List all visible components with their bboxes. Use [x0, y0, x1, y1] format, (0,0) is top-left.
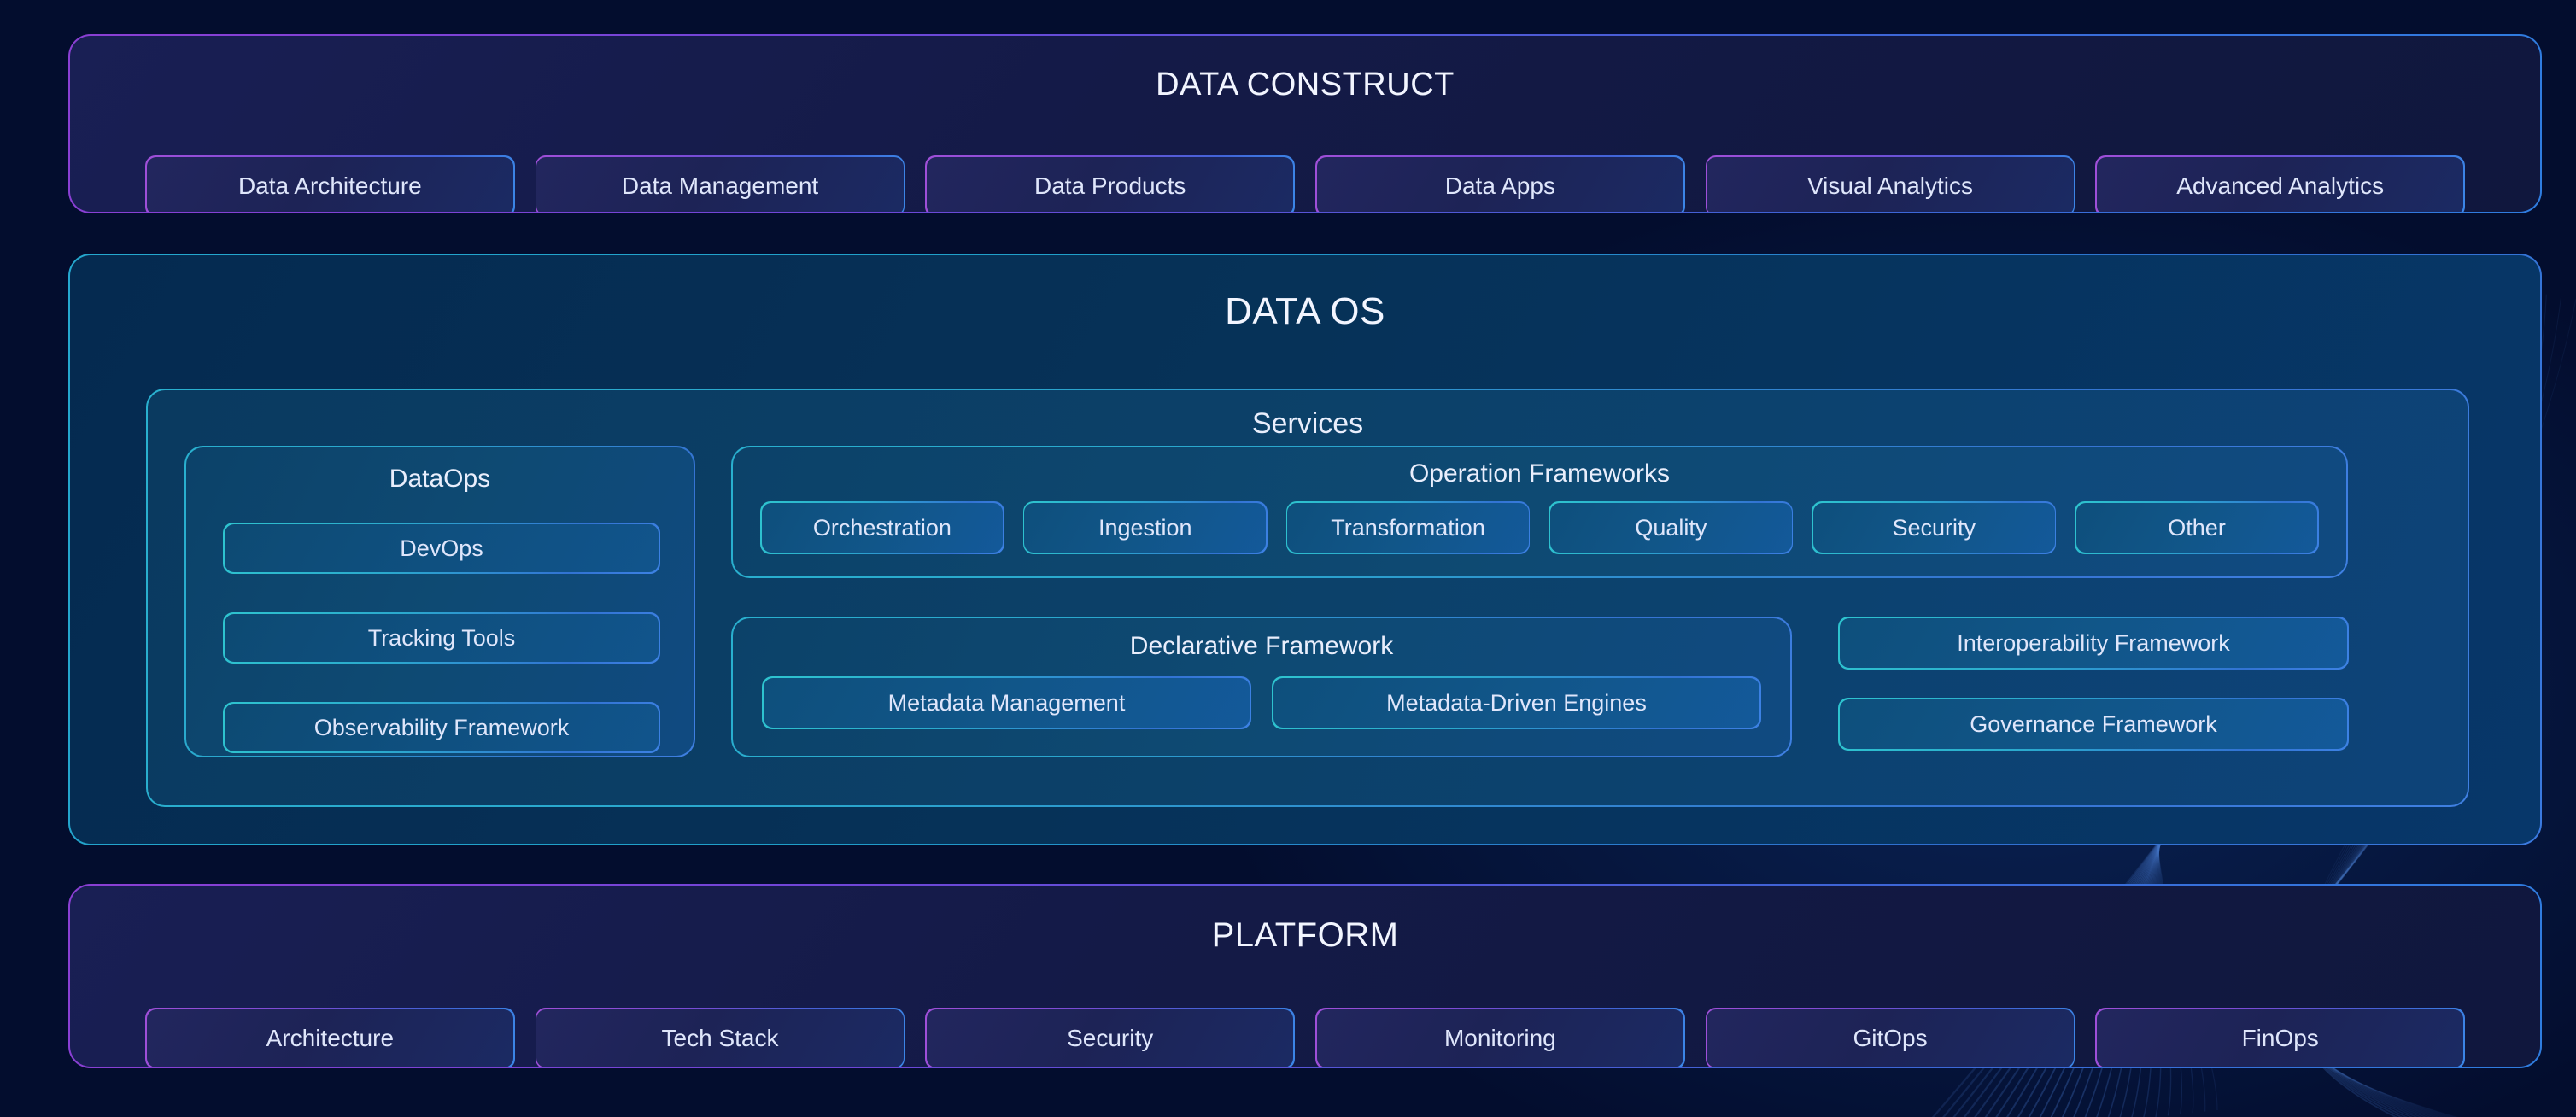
operation-frameworks-chip-row: Orchestration Ingestion Transformation Q… — [760, 501, 2319, 554]
chip-interoperability-framework[interactable]: Interoperability Framework — [1838, 617, 2349, 670]
layer-data-os: DATA OS Services DataOps DevOps Tracki — [68, 254, 2542, 845]
declarative-framework-panel: Declarative Framework Metadata Managemen… — [731, 617, 1792, 757]
chip-monitoring[interactable]: Monitoring — [1315, 1008, 1685, 1067]
data-construct-chip-row: Data Architecture Data Management Data P… — [145, 155, 2466, 212]
chip-ingestion[interactable]: Ingestion — [1022, 501, 1268, 554]
chip-governance-framework[interactable]: Governance Framework — [1838, 698, 2349, 751]
chip-finops[interactable]: FinOps — [2095, 1008, 2466, 1067]
chip-security[interactable]: Security — [1812, 501, 2057, 554]
chip-orchestration[interactable]: Orchestration — [760, 501, 1004, 554]
chip-advanced-analytics[interactable]: Advanced Analytics — [2095, 155, 2466, 212]
chip-platform-security[interactable]: Security — [925, 1008, 1296, 1067]
chip-metadata-driven-engines[interactable]: Metadata-Driven Engines — [1272, 676, 1761, 729]
chip-architecture[interactable]: Architecture — [145, 1008, 515, 1067]
chip-data-products[interactable]: Data Products — [925, 155, 1296, 212]
chip-data-architecture[interactable]: Data Architecture — [145, 155, 515, 212]
chip-tech-stack[interactable]: Tech Stack — [535, 1008, 905, 1067]
chip-metadata-management[interactable]: Metadata Management — [762, 676, 1251, 729]
operation-frameworks-panel: Operation Frameworks Orchestration Inges… — [731, 446, 2348, 578]
services-title: Services — [1251, 407, 1364, 440]
layer-data-construct: DATA CONSTRUCT Data Architecture Data Ma… — [68, 34, 2542, 213]
chip-tracking-tools[interactable]: Tracking Tools — [223, 612, 660, 664]
declarative-framework-title: Declarative Framework — [1129, 632, 1394, 660]
platform-chip-row: Architecture Tech Stack Security Monitor… — [145, 1008, 2466, 1067]
dataops-panel: DataOps DevOps Tracking Tools Observabil… — [184, 446, 695, 757]
data-construct-title: DATA CONSTRUCT — [1156, 67, 1455, 102]
platform-title: PLATFORM — [1211, 916, 1399, 954]
chip-visual-analytics[interactable]: Visual Analytics — [1705, 155, 2075, 212]
dataops-title: DataOps — [389, 465, 491, 493]
chip-data-management[interactable]: Data Management — [535, 155, 905, 212]
chip-devops[interactable]: DevOps — [223, 523, 660, 574]
chip-quality[interactable]: Quality — [1549, 501, 1794, 554]
chip-gitops[interactable]: GitOps — [1705, 1008, 2075, 1067]
data-os-title: DATA OS — [1225, 290, 1385, 332]
services-panel: Services DataOps DevOps Tracking Tools — [146, 389, 2469, 807]
chip-transformation[interactable]: Transformation — [1285, 501, 1531, 554]
chip-observability-framework[interactable]: Observability Framework — [223, 702, 660, 753]
operation-frameworks-title: Operation Frameworks — [1408, 459, 1671, 488]
chip-data-apps[interactable]: Data Apps — [1315, 155, 1685, 212]
chip-other[interactable]: Other — [2075, 501, 2319, 554]
declarative-framework-chip-row: Metadata Management Metadata-Driven Engi… — [762, 676, 1761, 729]
layer-platform: PLATFORM Architecture Tech Stack Securit… — [68, 884, 2542, 1068]
